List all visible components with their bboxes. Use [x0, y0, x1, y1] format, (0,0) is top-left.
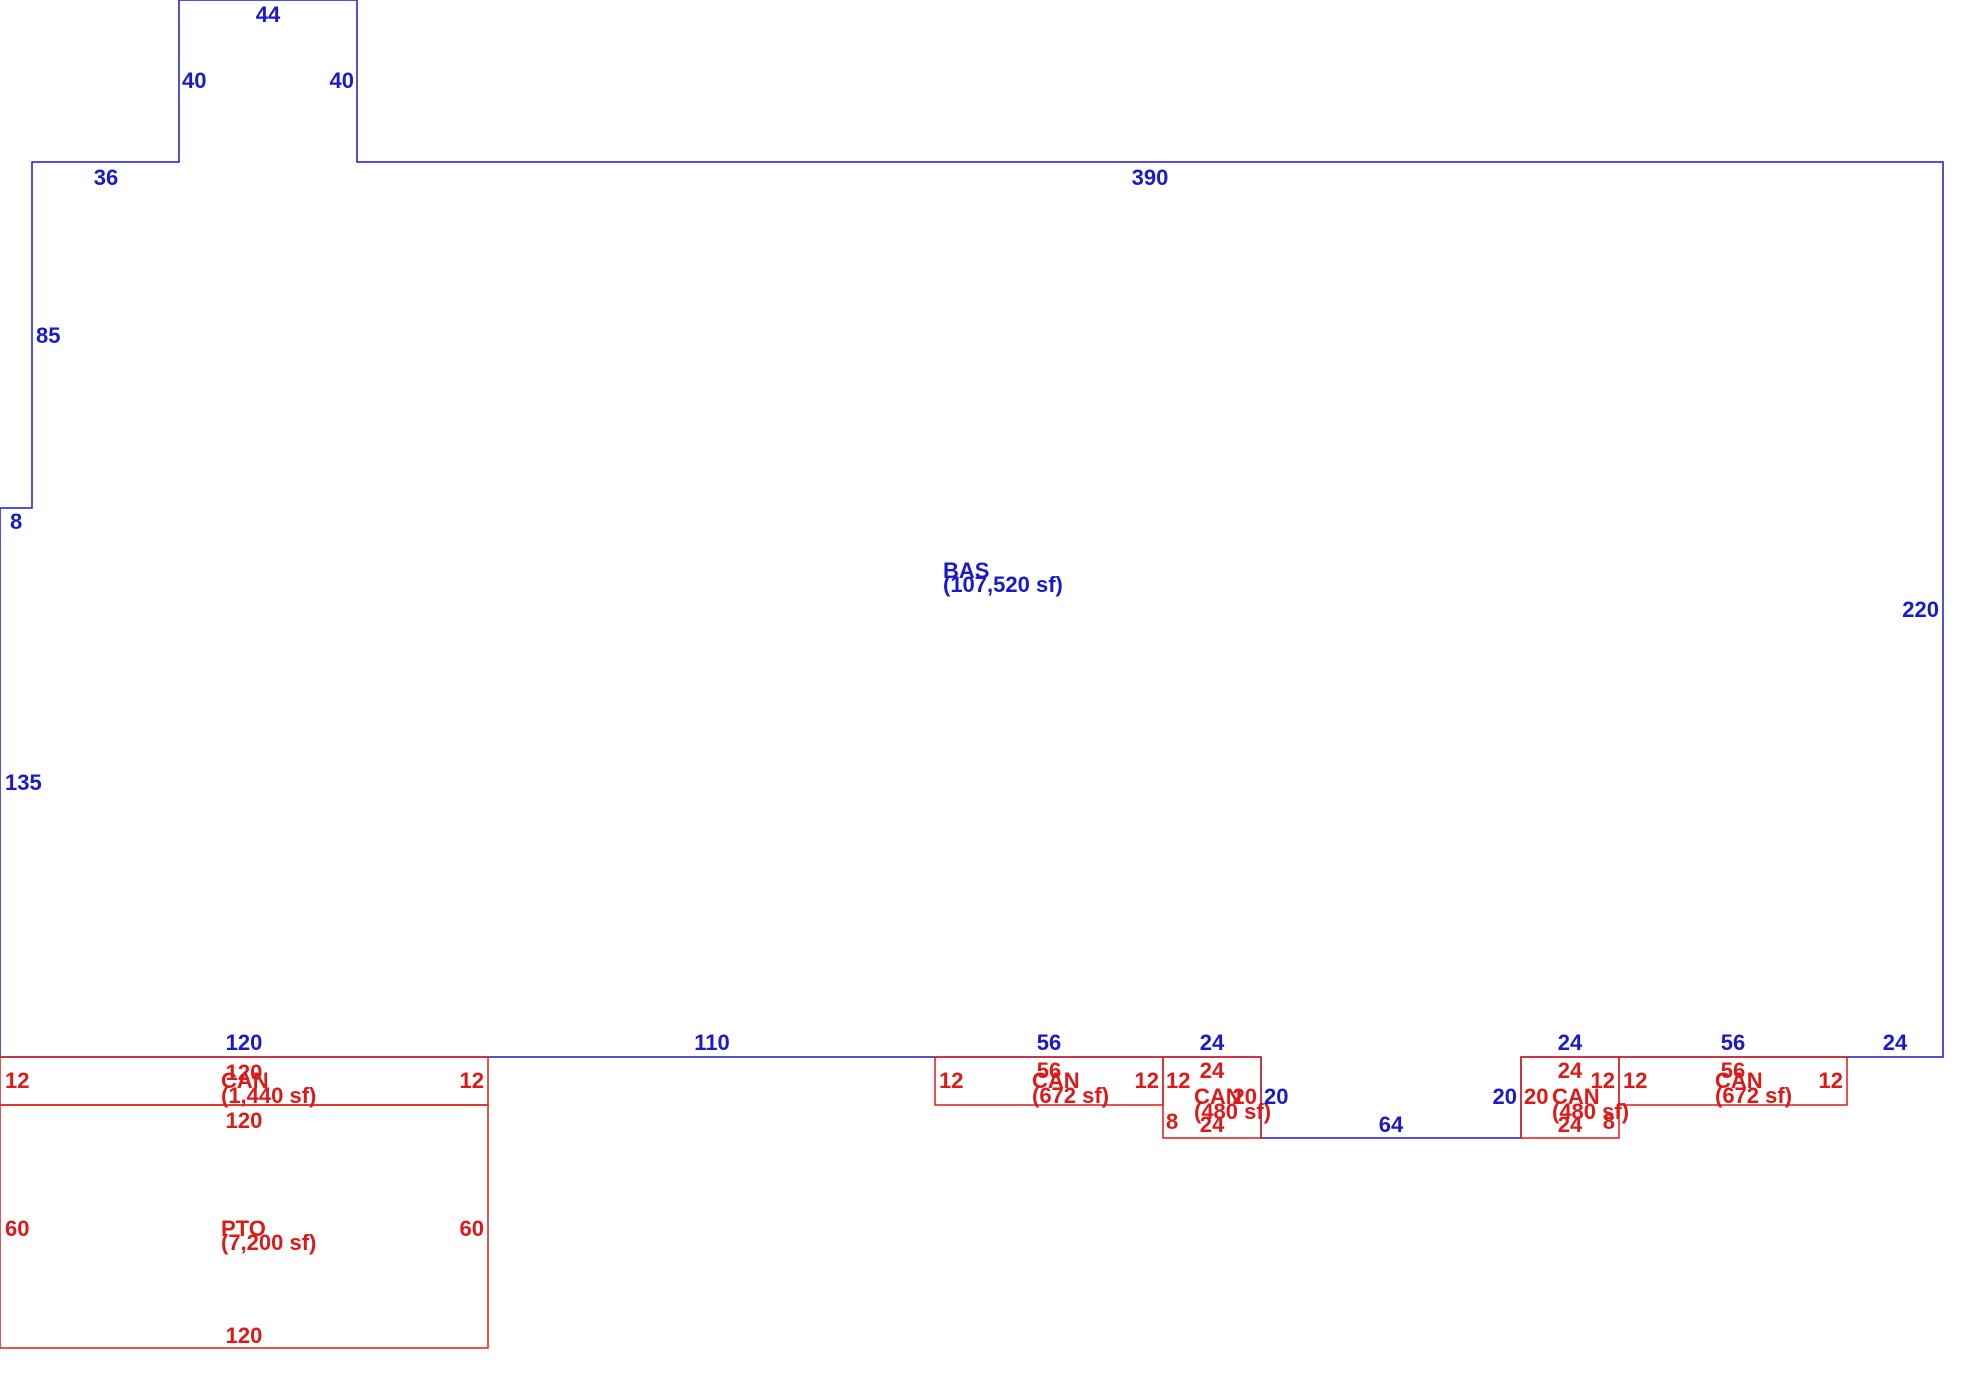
dimension-label: 120 — [226, 1108, 263, 1133]
area-size-can: (672 sf) — [1715, 1083, 1792, 1108]
dimension-label: 20 — [1524, 1084, 1548, 1109]
area-code-pto: PTO — [221, 1216, 266, 1241]
dimension-label: 120 — [226, 1323, 263, 1348]
dimension-label: 44 — [256, 2, 281, 27]
dimension-label: 12 — [1135, 1068, 1159, 1093]
dimension-label: 85 — [36, 323, 60, 348]
area-size-can: (480 sf) — [1194, 1099, 1271, 1124]
dimension-label: 24 — [1883, 1030, 1908, 1055]
dimension-label: 12 — [1166, 1068, 1190, 1093]
area-labels: BAS (107,520 sf) CAN (1,440 sf) PTO (7,2… — [221, 558, 1792, 1255]
pto-outline — [0, 1104, 489, 1349]
dimension-label: 20 — [1493, 1084, 1517, 1109]
area-size-bas: (107,520 sf) — [943, 572, 1063, 597]
dimension-label: 12 — [5, 1068, 29, 1093]
dimension-label: 390 — [1132, 165, 1169, 190]
area-code-can: CAN — [1715, 1068, 1763, 1093]
dimension-label: 12 — [1591, 1068, 1615, 1093]
dimension-label: 12 — [1819, 1068, 1843, 1093]
dimension-label: 8 — [1603, 1109, 1615, 1134]
dimension-label: 64 — [1379, 1112, 1404, 1137]
dimension-label: 8 — [1166, 1109, 1178, 1134]
dimension-label: 120 — [226, 1030, 263, 1055]
area-code-can: CAN — [1194, 1084, 1242, 1109]
dimension-label: 56 — [1037, 1058, 1061, 1083]
dimension-label: 8 — [10, 509, 22, 534]
dimension-label: 20 — [1233, 1084, 1257, 1109]
dimension-label: 110 — [694, 1030, 730, 1055]
dimension-label: 56 — [1721, 1058, 1745, 1083]
area-size-can: (1,440 sf) — [221, 1083, 316, 1108]
dimension-label: 24 — [1200, 1112, 1225, 1137]
area-code-can: CAN — [221, 1068, 269, 1093]
main-dimension-labels: 44 40 40 36 390 85 8 220 135 120 110 56 … — [5, 2, 1939, 1137]
dimension-label: 24 — [1558, 1058, 1583, 1083]
dimension-label: 12 — [939, 1068, 963, 1093]
dimension-label: 12 — [460, 1068, 484, 1093]
area-code-bas: BAS — [943, 558, 989, 583]
dimension-label: 135 — [5, 770, 42, 795]
area-code-can: CAN — [1552, 1084, 1600, 1109]
area-code-can: CAN — [1032, 1068, 1080, 1093]
dimension-label: 24 — [1200, 1058, 1225, 1083]
dimension-label: 12 — [1623, 1068, 1647, 1093]
dimension-label: 40 — [330, 68, 354, 93]
can-outline-5 — [1618, 1056, 1848, 1106]
dimension-label: 36 — [94, 165, 118, 190]
dimension-label: 120 — [226, 1060, 263, 1085]
can-outline-3 — [1162, 1056, 1262, 1139]
dimension-label: 40 — [182, 68, 206, 93]
sub-dimension-labels: 12 120 12 120 60 60 120 12 56 12 12 24 2… — [5, 1058, 1843, 1348]
area-size-pto: (7,200 sf) — [221, 1230, 316, 1255]
area-size-can: (480 sf) — [1552, 1099, 1629, 1124]
dimension-label: 60 — [5, 1216, 29, 1241]
dimension-label: 20 — [1264, 1084, 1288, 1109]
dimension-label: 60 — [460, 1216, 484, 1241]
dimension-label: 220 — [1902, 597, 1939, 622]
dimension-label: 56 — [1037, 1030, 1061, 1055]
dimension-label: 24 — [1200, 1030, 1225, 1055]
area-size-can: (672 sf) — [1032, 1083, 1109, 1108]
dimension-label: 56 — [1721, 1030, 1745, 1055]
dimension-label: 24 — [1558, 1112, 1583, 1137]
dimension-label: 24 — [1558, 1030, 1583, 1055]
